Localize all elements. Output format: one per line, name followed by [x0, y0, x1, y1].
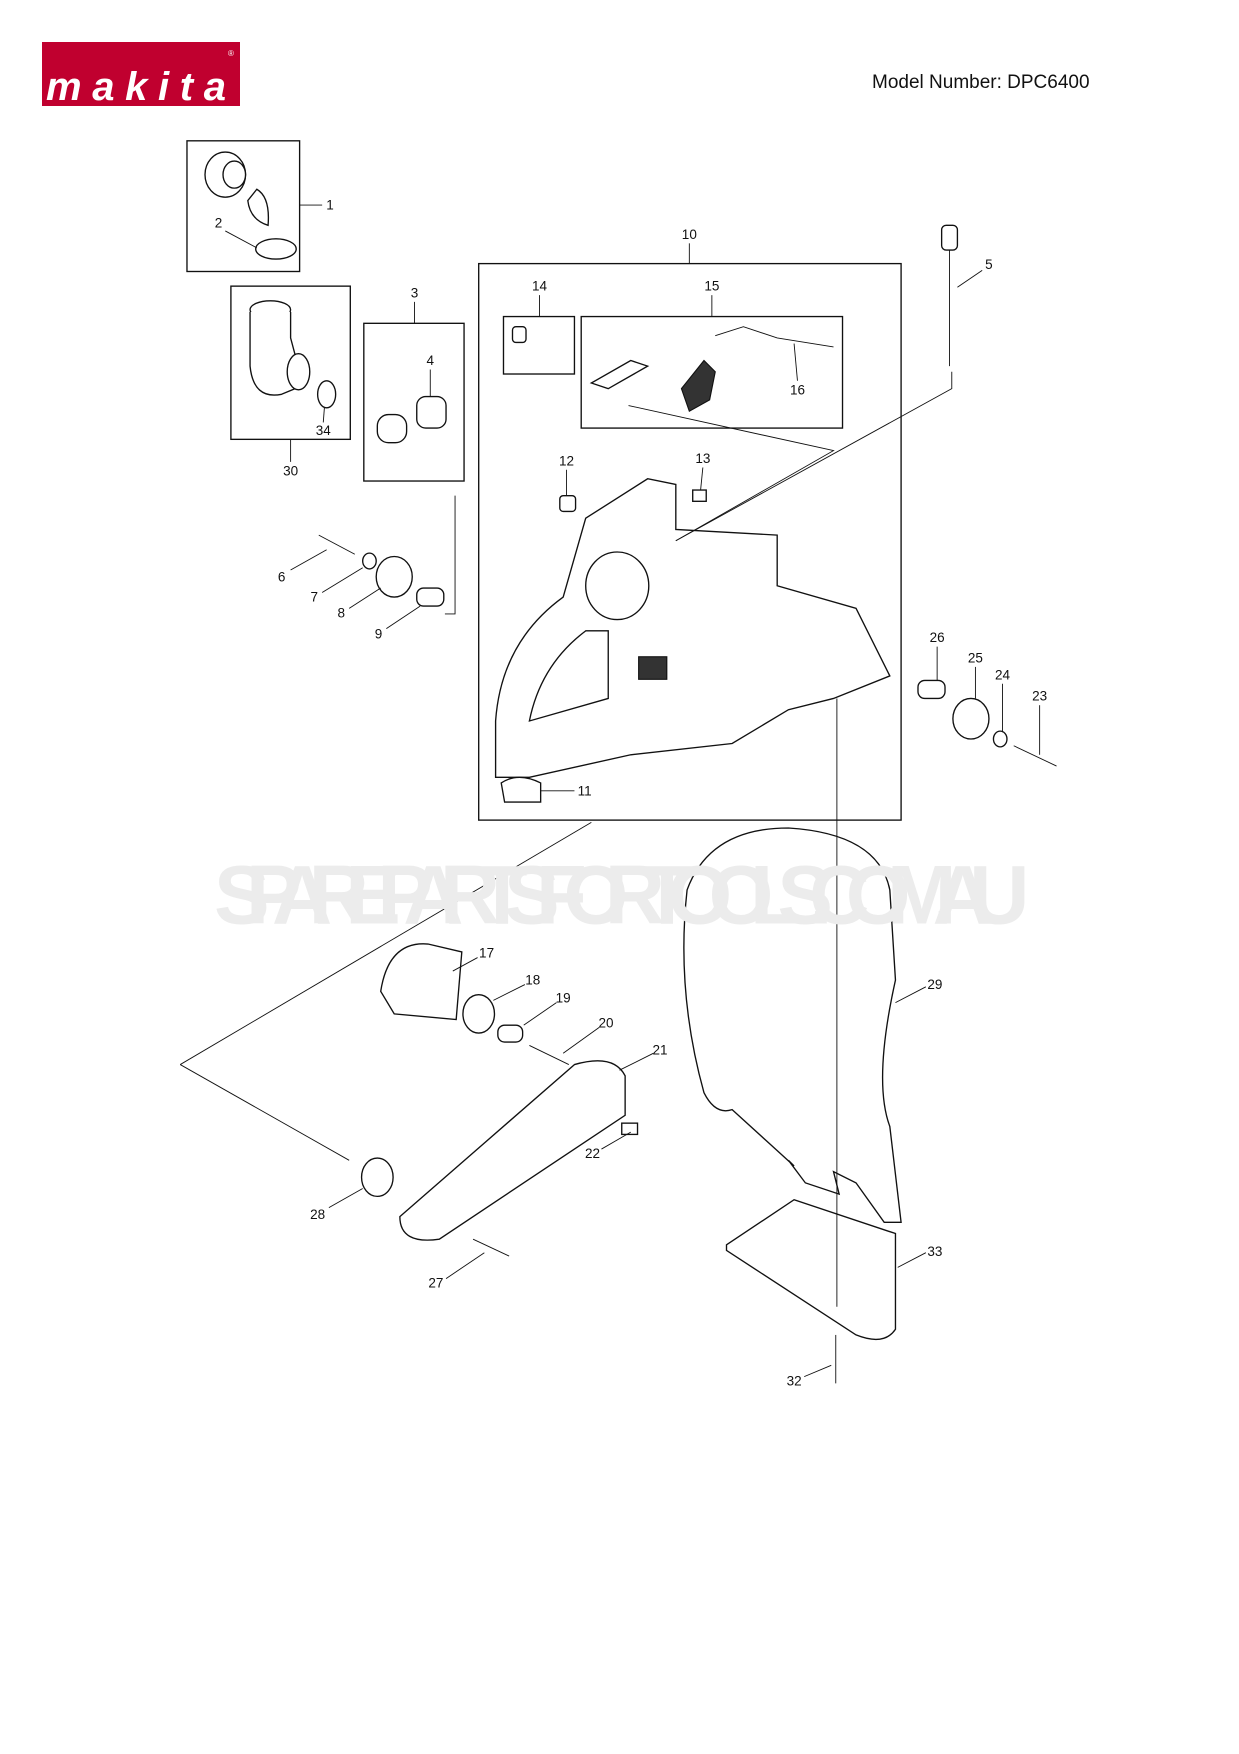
- box-part-10: [478, 262, 902, 821]
- callout-11: 11: [578, 783, 592, 798]
- callout-2: 2: [215, 216, 223, 231]
- callout-7: 7: [310, 590, 318, 605]
- watermark: SPAREPARTSFORTOOLS.COM.AU: [214, 849, 1031, 942]
- callout-22: 22: [585, 1146, 600, 1161]
- svg-text:®: ®: [228, 49, 234, 58]
- makita-logo: makita ®: [42, 42, 240, 106]
- callout-18: 18: [525, 973, 540, 988]
- callout-20: 20: [598, 1015, 613, 1030]
- callout-19: 19: [556, 991, 571, 1006]
- callout-5: 5: [985, 257, 993, 272]
- callout-17: 17: [479, 946, 494, 961]
- callout-1: 1: [326, 198, 334, 213]
- callout-9: 9: [375, 627, 383, 642]
- stopper-bolt-part: [940, 224, 959, 367]
- elbow-fitting-part: [249, 300, 337, 409]
- callout-25: 25: [968, 650, 983, 665]
- dampers-left: [318, 489, 707, 607]
- callout-12: 12: [559, 453, 574, 468]
- throttle-parts: [511, 326, 834, 412]
- callout-26: 26: [930, 630, 945, 645]
- front-handle-part: [683, 827, 902, 1384]
- callout-3: 3: [411, 285, 419, 300]
- callout-32: 32: [787, 1374, 802, 1389]
- callout-23: 23: [1032, 689, 1047, 704]
- callout-33: 33: [927, 1244, 942, 1259]
- callout-21: 21: [653, 1042, 668, 1057]
- callout-24: 24: [995, 667, 1011, 682]
- model-number: Model Number: DPC6400: [872, 72, 1090, 93]
- callout-13: 13: [695, 451, 710, 466]
- leader-lines: [179, 204, 1041, 1378]
- lower-bracket-parts: [360, 943, 639, 1257]
- dampers-right: [917, 679, 1057, 767]
- main-handle-housing: [494, 478, 891, 803]
- callout-27: 27: [428, 1276, 443, 1291]
- box-part-1: [186, 140, 301, 273]
- callout-28: 28: [310, 1207, 325, 1222]
- fuel-cap-part: [204, 151, 297, 260]
- callout-4: 4: [427, 353, 435, 368]
- callout-6: 6: [278, 569, 286, 584]
- callout-34: 34: [316, 423, 332, 438]
- callout-16: 16: [790, 382, 805, 397]
- callout-10: 10: [682, 227, 697, 242]
- callout-29: 29: [927, 977, 942, 992]
- box-part-3: [363, 322, 465, 482]
- callout-15: 15: [704, 279, 719, 294]
- fuel-filter-part: [376, 395, 447, 444]
- callout-8: 8: [338, 605, 346, 620]
- callout-14: 14: [532, 279, 548, 294]
- callout-30: 30: [283, 463, 298, 478]
- box-part-14: [502, 315, 576, 375]
